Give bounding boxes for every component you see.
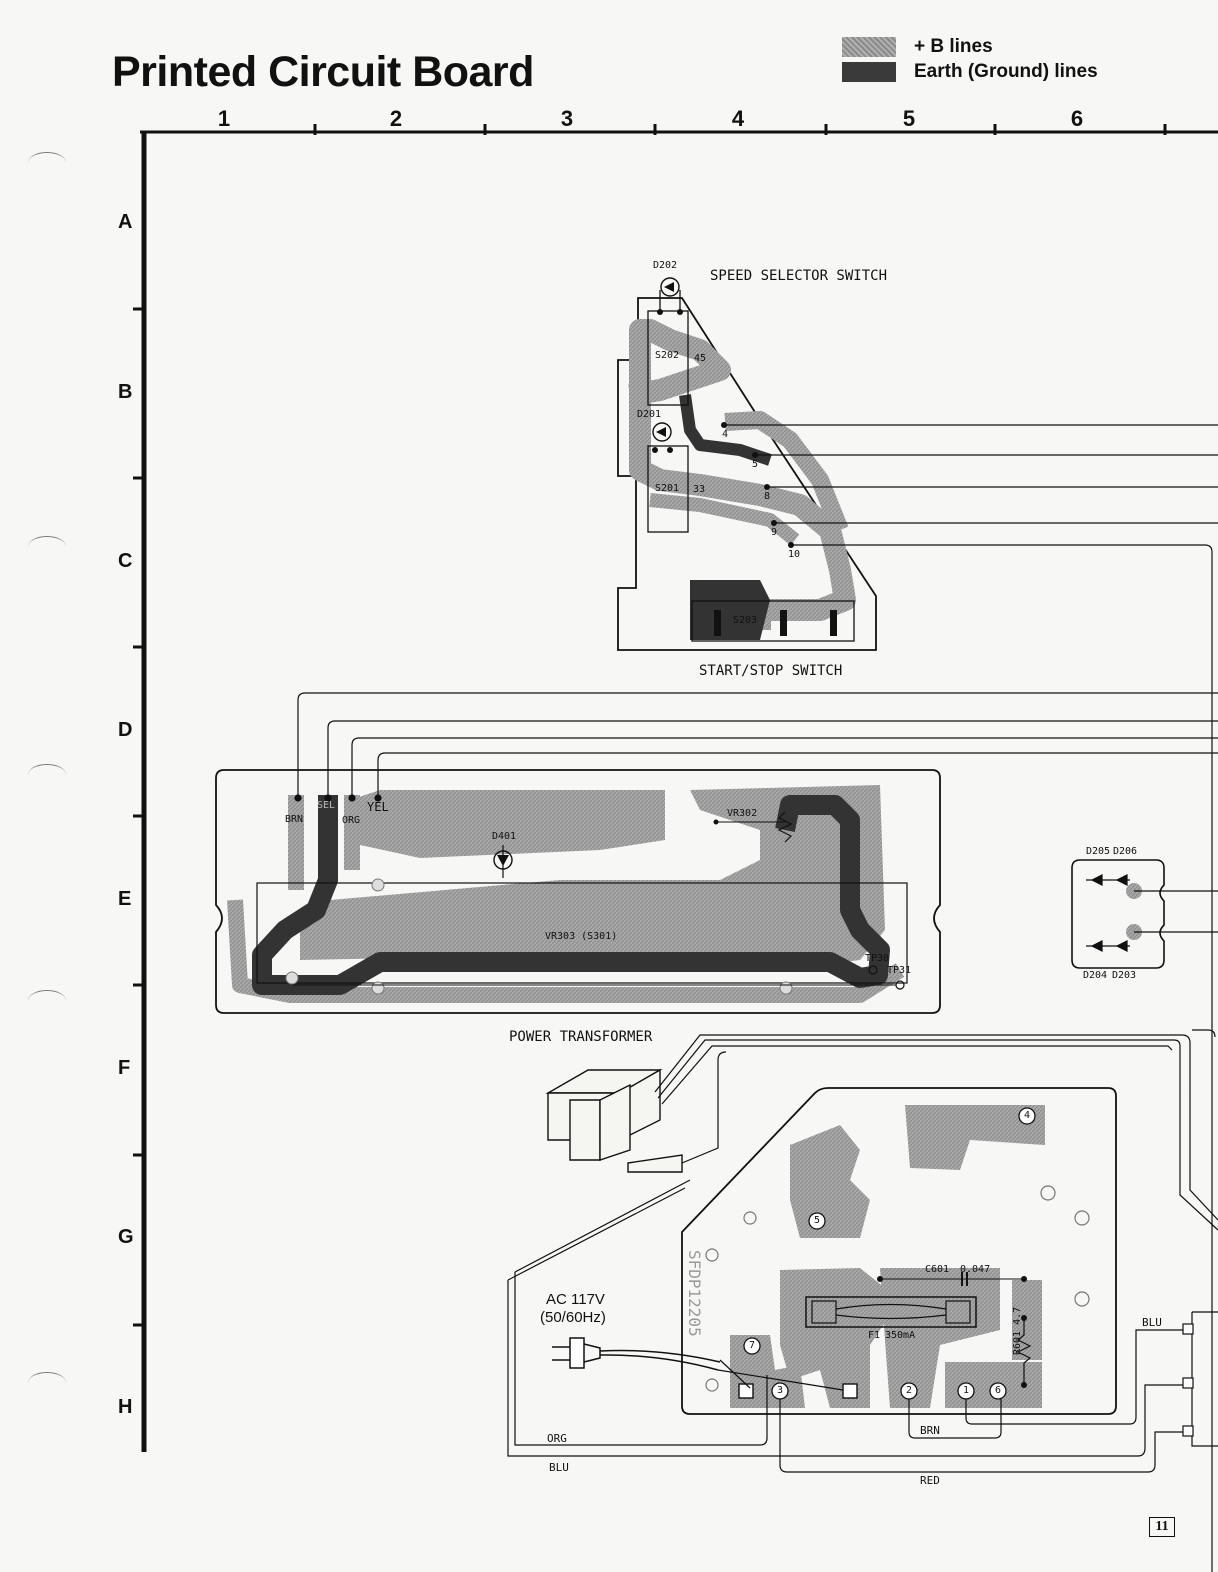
page-number: 11 [1149, 1517, 1175, 1537]
grid-row-label: H [118, 1396, 133, 1418]
d201-label: D201 [637, 409, 662, 420]
grid-column-label: 6 [1070, 106, 1084, 131]
speed-selector-label: SPEED SELECTOR SWITCH [710, 268, 888, 284]
wire-label-sel: SEL [317, 800, 336, 811]
grid-column-label: 4 [731, 106, 745, 131]
s201-label: S201 [655, 483, 680, 494]
terminal-number: 5 [814, 1215, 821, 1226]
grid-column-label: 5 [902, 106, 916, 131]
terminal-markers [743, 1107, 1036, 1400]
wire-label-yel: YEL [367, 800, 389, 814]
legend-item-earth-lines: Earth (Ground) lines [842, 59, 1098, 84]
power-board [681, 1087, 1117, 1415]
s203-label: S203 [733, 615, 758, 626]
grid-row-label: C [118, 550, 133, 572]
d401-label: D401 [492, 831, 517, 842]
pin-label: 8 [764, 491, 771, 502]
s201-number: 33 [693, 484, 706, 495]
binder-mark [28, 1372, 66, 1393]
grid-row-label: B [118, 381, 133, 403]
wire-label-blu: BLU [549, 1461, 569, 1474]
c601-label: C601 [925, 1264, 950, 1275]
speed-selector-board [617, 277, 877, 651]
vr-board-wires [294, 692, 1218, 802]
grid-row-label: A [118, 211, 133, 233]
terminal-number: 4 [1024, 1110, 1031, 1121]
f1-value: 350mA [885, 1330, 916, 1341]
pin-label: 5 [752, 459, 759, 470]
speed-board-wires [724, 424, 1218, 1572]
transformer-wires [507, 1029, 1218, 1281]
s202-label: S202 [655, 350, 680, 361]
tp30-label: TP30 [865, 953, 890, 964]
page-title: Printed Circuit Board [112, 48, 534, 96]
vr302-label: VR302 [727, 808, 758, 819]
pin-label: 10 [788, 549, 801, 560]
grid-row-label: E [118, 888, 132, 910]
legend-label: + B lines [914, 35, 993, 57]
wire-label-blu: BLU [1142, 1316, 1162, 1329]
r601-label: R601 4.7 [1012, 1306, 1023, 1355]
d205-label: D205 [1086, 846, 1111, 857]
d204-label: D204 [1083, 970, 1108, 981]
wire-label-org: ORG [342, 815, 361, 826]
pin-label: 9 [771, 527, 778, 538]
binder-mark [28, 152, 66, 173]
binder-mark [28, 990, 66, 1011]
terminal-number: 1 [963, 1385, 970, 1396]
legend-label: Earth (Ground) lines [914, 60, 1098, 82]
terminal-number: 3 [777, 1385, 784, 1396]
power-transformer-label: POWER TRANSFORMER [509, 1029, 653, 1045]
d203-label: D203 [1112, 970, 1137, 981]
grid-column-label: 2 [389, 106, 403, 131]
grid-row-label: G [118, 1226, 134, 1248]
ac-plug-icon [552, 1337, 721, 1371]
wire-label-red: RED [920, 1474, 940, 1487]
ac-frequency: (50/60Hz) [540, 1309, 606, 1326]
start-stop-label: START/STOP SWITCH [699, 663, 843, 679]
pin-label: 4 [722, 429, 729, 440]
terminal-number: 6 [995, 1385, 1002, 1396]
led-board [1071, 859, 1218, 969]
legend: + B lines Earth (Ground) lines [842, 34, 1098, 84]
terminal-number: 2 [906, 1385, 913, 1396]
c601-value: 0.047 [960, 1264, 991, 1275]
wire-label-brn: BRN [285, 814, 304, 825]
grid-row-label: D [118, 719, 133, 741]
d206-label: D206 [1113, 846, 1138, 857]
terminal-number: 7 [749, 1340, 756, 1351]
b-lines-swatch [842, 36, 896, 57]
power-wires [507, 1272, 1218, 1473]
wire-label-brn: BRN [920, 1424, 940, 1437]
legend-item-b-lines: + B lines [842, 34, 1098, 59]
power-transformer [545, 1068, 683, 1173]
grid-frame [133, 124, 1218, 1452]
vr303-label: VR303 (S301) [545, 931, 618, 942]
vr303-board [215, 769, 941, 1014]
grid-column-label: 1 [217, 106, 231, 131]
binder-mark [28, 764, 66, 785]
tp31-label: TP31 [887, 965, 912, 976]
s202-number: 45 [694, 353, 707, 364]
d202-label: D202 [653, 260, 678, 271]
ac-input-label: AC 117V (50/60Hz) [540, 1291, 606, 1327]
f1-label: F1 [868, 1330, 881, 1341]
binder-mark [28, 536, 66, 557]
wire-label-org: ORG [547, 1432, 567, 1445]
board-code: SFDP12205 [685, 1250, 704, 1337]
grid-row-label: F [118, 1057, 131, 1079]
ac-voltage: AC 117V [546, 1291, 605, 1308]
earth-lines-swatch [842, 61, 896, 82]
grid-column-label: 3 [560, 106, 574, 131]
